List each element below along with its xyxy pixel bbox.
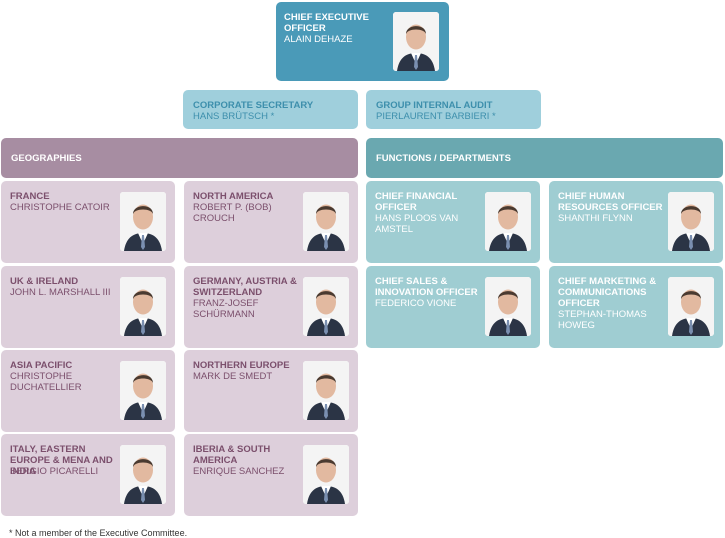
function-card-chro: CHIEF HUMAN RESOURCES OFFICER SHANTHI FL… [549, 181, 723, 263]
card-title: CHIEF MARKETING & COMMUNICATIONS OFFICER [558, 276, 657, 309]
portrait-photo [120, 277, 166, 336]
card-title: CHIEF FINANCIAL OFFICER [375, 191, 458, 213]
card-title: IBERIA & SOUTH AMERICA [193, 444, 271, 466]
geography-card-italy-eastern-europe: ITALY, EASTERN EUROPE & MENA AND INDIA S… [1, 434, 175, 516]
card-title: NORTH AMERICA [193, 191, 274, 202]
footnote: * Not a member of the Executive Committe… [9, 528, 188, 538]
functions-header: FUNCTIONS / DEPARTMENTS [366, 138, 723, 178]
card-name: SHANTHI FLYNN [558, 213, 633, 224]
corporate-secretary-box: CORPORATE SECRETARY HANS BRÜTSCH * [183, 90, 358, 129]
group-internal-audit-title: GROUP INTERNAL AUDIT [376, 100, 493, 111]
portrait-photo [303, 361, 349, 420]
geography-card-northern-europe: NORTHERN EUROPE MARK DE SMEDT [184, 350, 358, 432]
ceo-title: CHIEF EXECUTIVE OFFICER [284, 12, 369, 34]
portrait-photo [485, 192, 531, 251]
card-title: UK & IRELAND [10, 276, 79, 287]
portrait-photo [303, 277, 349, 336]
group-internal-audit-name: PIERLAURENT BARBIERI * [376, 111, 496, 122]
card-title: CHIEF HUMAN RESOURCES OFFICER [558, 191, 663, 213]
geography-card-iberia-south-america: IBERIA & SOUTH AMERICA ENRIQUE SANCHEZ [184, 434, 358, 516]
card-title: ITALY, EASTERN EUROPE & MENA AND INDIA [10, 444, 113, 477]
function-card-marketing-communications: CHIEF MARKETING & COMMUNICATIONS OFFICER… [549, 266, 723, 348]
portrait-photo [485, 277, 531, 336]
portrait-photo [120, 445, 166, 504]
card-name: HANS PLOOS VAN AMSTEL [375, 213, 459, 235]
card-title: FRANCE [10, 191, 50, 202]
card-name: FRANZ-JOSEF SCHÜRMANN [193, 298, 259, 320]
card-name: ROBERT P. (BOB) CROUCH [193, 202, 272, 224]
ceo-box: CHIEF EXECUTIVE OFFICER ALAIN DEHAZE [276, 2, 449, 81]
ceo-photo [393, 12, 439, 71]
card-title: ASIA PACIFIC [10, 360, 73, 371]
card-name: ENRIQUE SANCHEZ [193, 466, 285, 477]
portrait-photo [668, 192, 714, 251]
geography-card-germany-austria-switzerland: GERMANY, AUSTRIA & SWITZERLAND FRANZ-JOS… [184, 266, 358, 348]
card-title: CHIEF SALES & INNOVATION OFFICER [375, 276, 478, 298]
portrait-photo [668, 277, 714, 336]
card-name: MARK DE SMEDT [193, 371, 273, 382]
portrait-photo [120, 361, 166, 420]
card-title: NORTHERN EUROPE [193, 360, 290, 371]
geography-card-uk-ireland: UK & IRELAND JOHN L. MARSHALL III [1, 266, 175, 348]
function-card-sales-innovation: CHIEF SALES & INNOVATION OFFICER FEDERIC… [366, 266, 540, 348]
ceo-name: ALAIN DEHAZE [284, 34, 353, 45]
card-name: JOHN L. MARSHALL III [10, 287, 111, 298]
card-name: CHRISTOPHE DUCHATELLIER [10, 371, 82, 393]
functions-header-label: FUNCTIONS / DEPARTMENTS [376, 153, 511, 164]
group-internal-audit-box: GROUP INTERNAL AUDIT PIERLAURENT BARBIER… [366, 90, 541, 129]
geography-card-north-america: NORTH AMERICA ROBERT P. (BOB) CROUCH [184, 181, 358, 263]
portrait-photo [303, 445, 349, 504]
card-name: SERGIO PICARELLI [10, 466, 99, 477]
card-title: GERMANY, AUSTRIA & SWITZERLAND [193, 276, 297, 298]
card-name: STEPHAN-THOMAS HOWEG [558, 309, 647, 331]
card-name: CHRISTOPHE CATOIR [10, 202, 110, 213]
geography-card-france: FRANCE CHRISTOPHE CATOIR [1, 181, 175, 263]
geographies-header-label: GEOGRAPHIES [11, 153, 82, 164]
geographies-header: GEOGRAPHIES [1, 138, 358, 178]
card-name: FEDERICO VIONE [375, 298, 457, 309]
portrait-photo [120, 192, 166, 251]
corporate-secretary-name: HANS BRÜTSCH * [193, 111, 275, 122]
corporate-secretary-title: CORPORATE SECRETARY [193, 100, 314, 111]
portrait-photo [303, 192, 349, 251]
function-card-cfo: CHIEF FINANCIAL OFFICER HANS PLOOS VAN A… [366, 181, 540, 263]
geography-card-asia-pacific: ASIA PACIFIC CHRISTOPHE DUCHATELLIER [1, 350, 175, 432]
